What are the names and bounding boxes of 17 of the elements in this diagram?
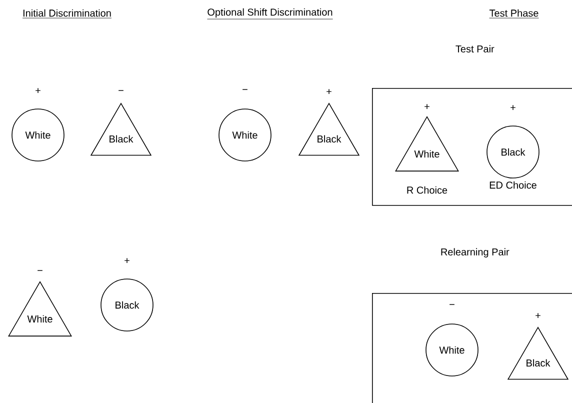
sign-label: +: [36, 88, 40, 93]
choice-label: ED Choice: [490, 181, 536, 189]
column-heading: Test Phase: [489, 9, 539, 18]
sign-label: +: [424, 104, 430, 109]
sign-label: +: [536, 313, 540, 318]
sign-label: −: [450, 304, 454, 305]
sign-label: −: [118, 90, 124, 91]
column-heading: Optional Shift Discrimination: [207, 8, 333, 20]
sign-label: −: [242, 89, 248, 90]
sign-label: +: [510, 105, 516, 110]
column-heading: Initial Discrimination: [22, 9, 112, 18]
choice-label: R Choice: [407, 186, 448, 194]
node-label: Test Pair: [456, 45, 494, 52]
node-label: Relearning Pair: [441, 248, 510, 258]
sign-label: +: [326, 89, 332, 94]
sign-label: −: [38, 270, 42, 271]
sign-label: +: [124, 258, 130, 263]
